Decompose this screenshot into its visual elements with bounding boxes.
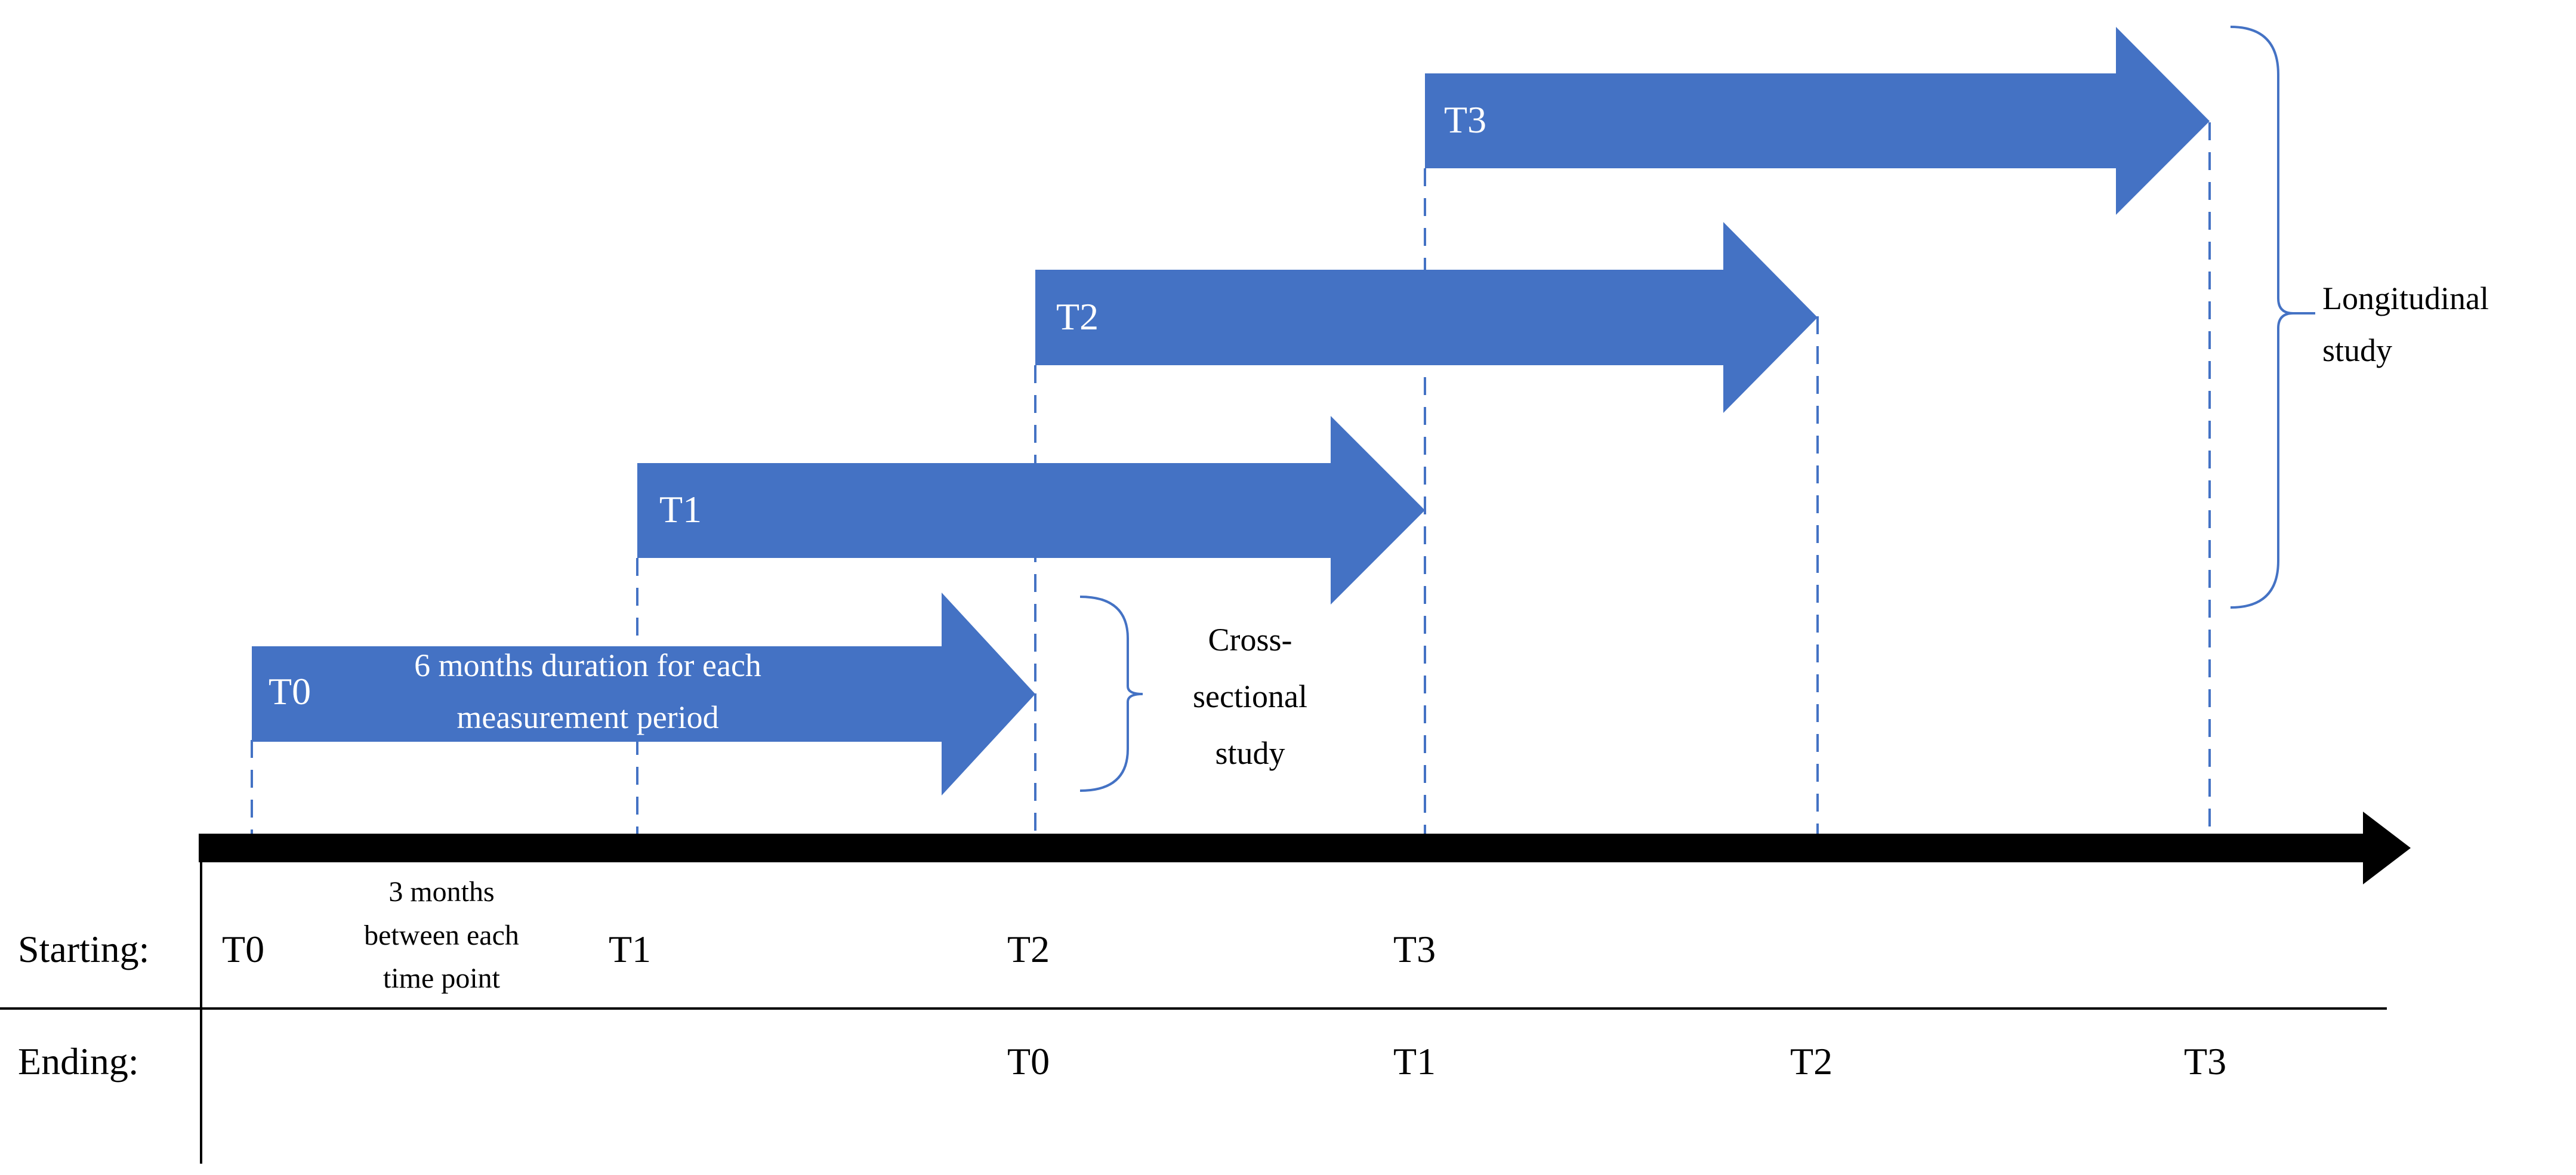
- arrow-t3-label: T3: [1444, 98, 1486, 141]
- timeline-shaft: [199, 834, 2371, 862]
- gap-label-line3: time point: [383, 963, 501, 994]
- arrow-t1-label: T1: [659, 488, 702, 531]
- arrow-t3: [1425, 27, 2210, 215]
- starting-t2: T2: [1007, 928, 1050, 970]
- ending-t3: T3: [2184, 1040, 2226, 1083]
- arrow-t2: [1035, 222, 1818, 413]
- arrow-t0-note-line1: 6 months duration for each: [414, 647, 761, 683]
- timeline-arrow: [199, 812, 2411, 884]
- cross-sectional-label-line2: sectional: [1193, 679, 1307, 714]
- ending-t2: T2: [1790, 1040, 1832, 1083]
- ending-t1: T1: [1393, 1040, 1436, 1083]
- row-label-ending: Ending:: [18, 1040, 139, 1083]
- row-label-starting: Starting:: [18, 928, 149, 970]
- arrow-t0: [252, 593, 1035, 795]
- longitudinal-label-line1: Longitudinal: [2322, 280, 2489, 316]
- starting-t0: T0: [222, 928, 264, 970]
- timeline-arrowhead: [2363, 812, 2411, 884]
- guide-lines: [251, 122, 2211, 859]
- measurement-arrows: [252, 27, 2210, 795]
- gap-label-line1: 3 months: [388, 876, 494, 908]
- arrow-t2-label: T2: [1056, 295, 1099, 338]
- longitudinal-label-line2: study: [2322, 332, 2392, 368]
- gap-label-line2: between each: [364, 920, 519, 951]
- starting-t1: T1: [609, 928, 651, 970]
- arrow-t0-label: T0: [269, 670, 311, 713]
- cross-sectional-label-line3: study: [1215, 735, 1285, 771]
- arrow-t1: [637, 416, 1425, 605]
- starting-t3: T3: [1393, 928, 1436, 970]
- longitudinal-bracket: [2230, 26, 2294, 609]
- ending-t0: T0: [1007, 1040, 1050, 1083]
- cross-sectional-bracket: [1079, 596, 1143, 792]
- arrow-t0-note-line2: measurement period: [456, 699, 718, 735]
- cross-sectional-label-line1: Cross-: [1208, 622, 1292, 658]
